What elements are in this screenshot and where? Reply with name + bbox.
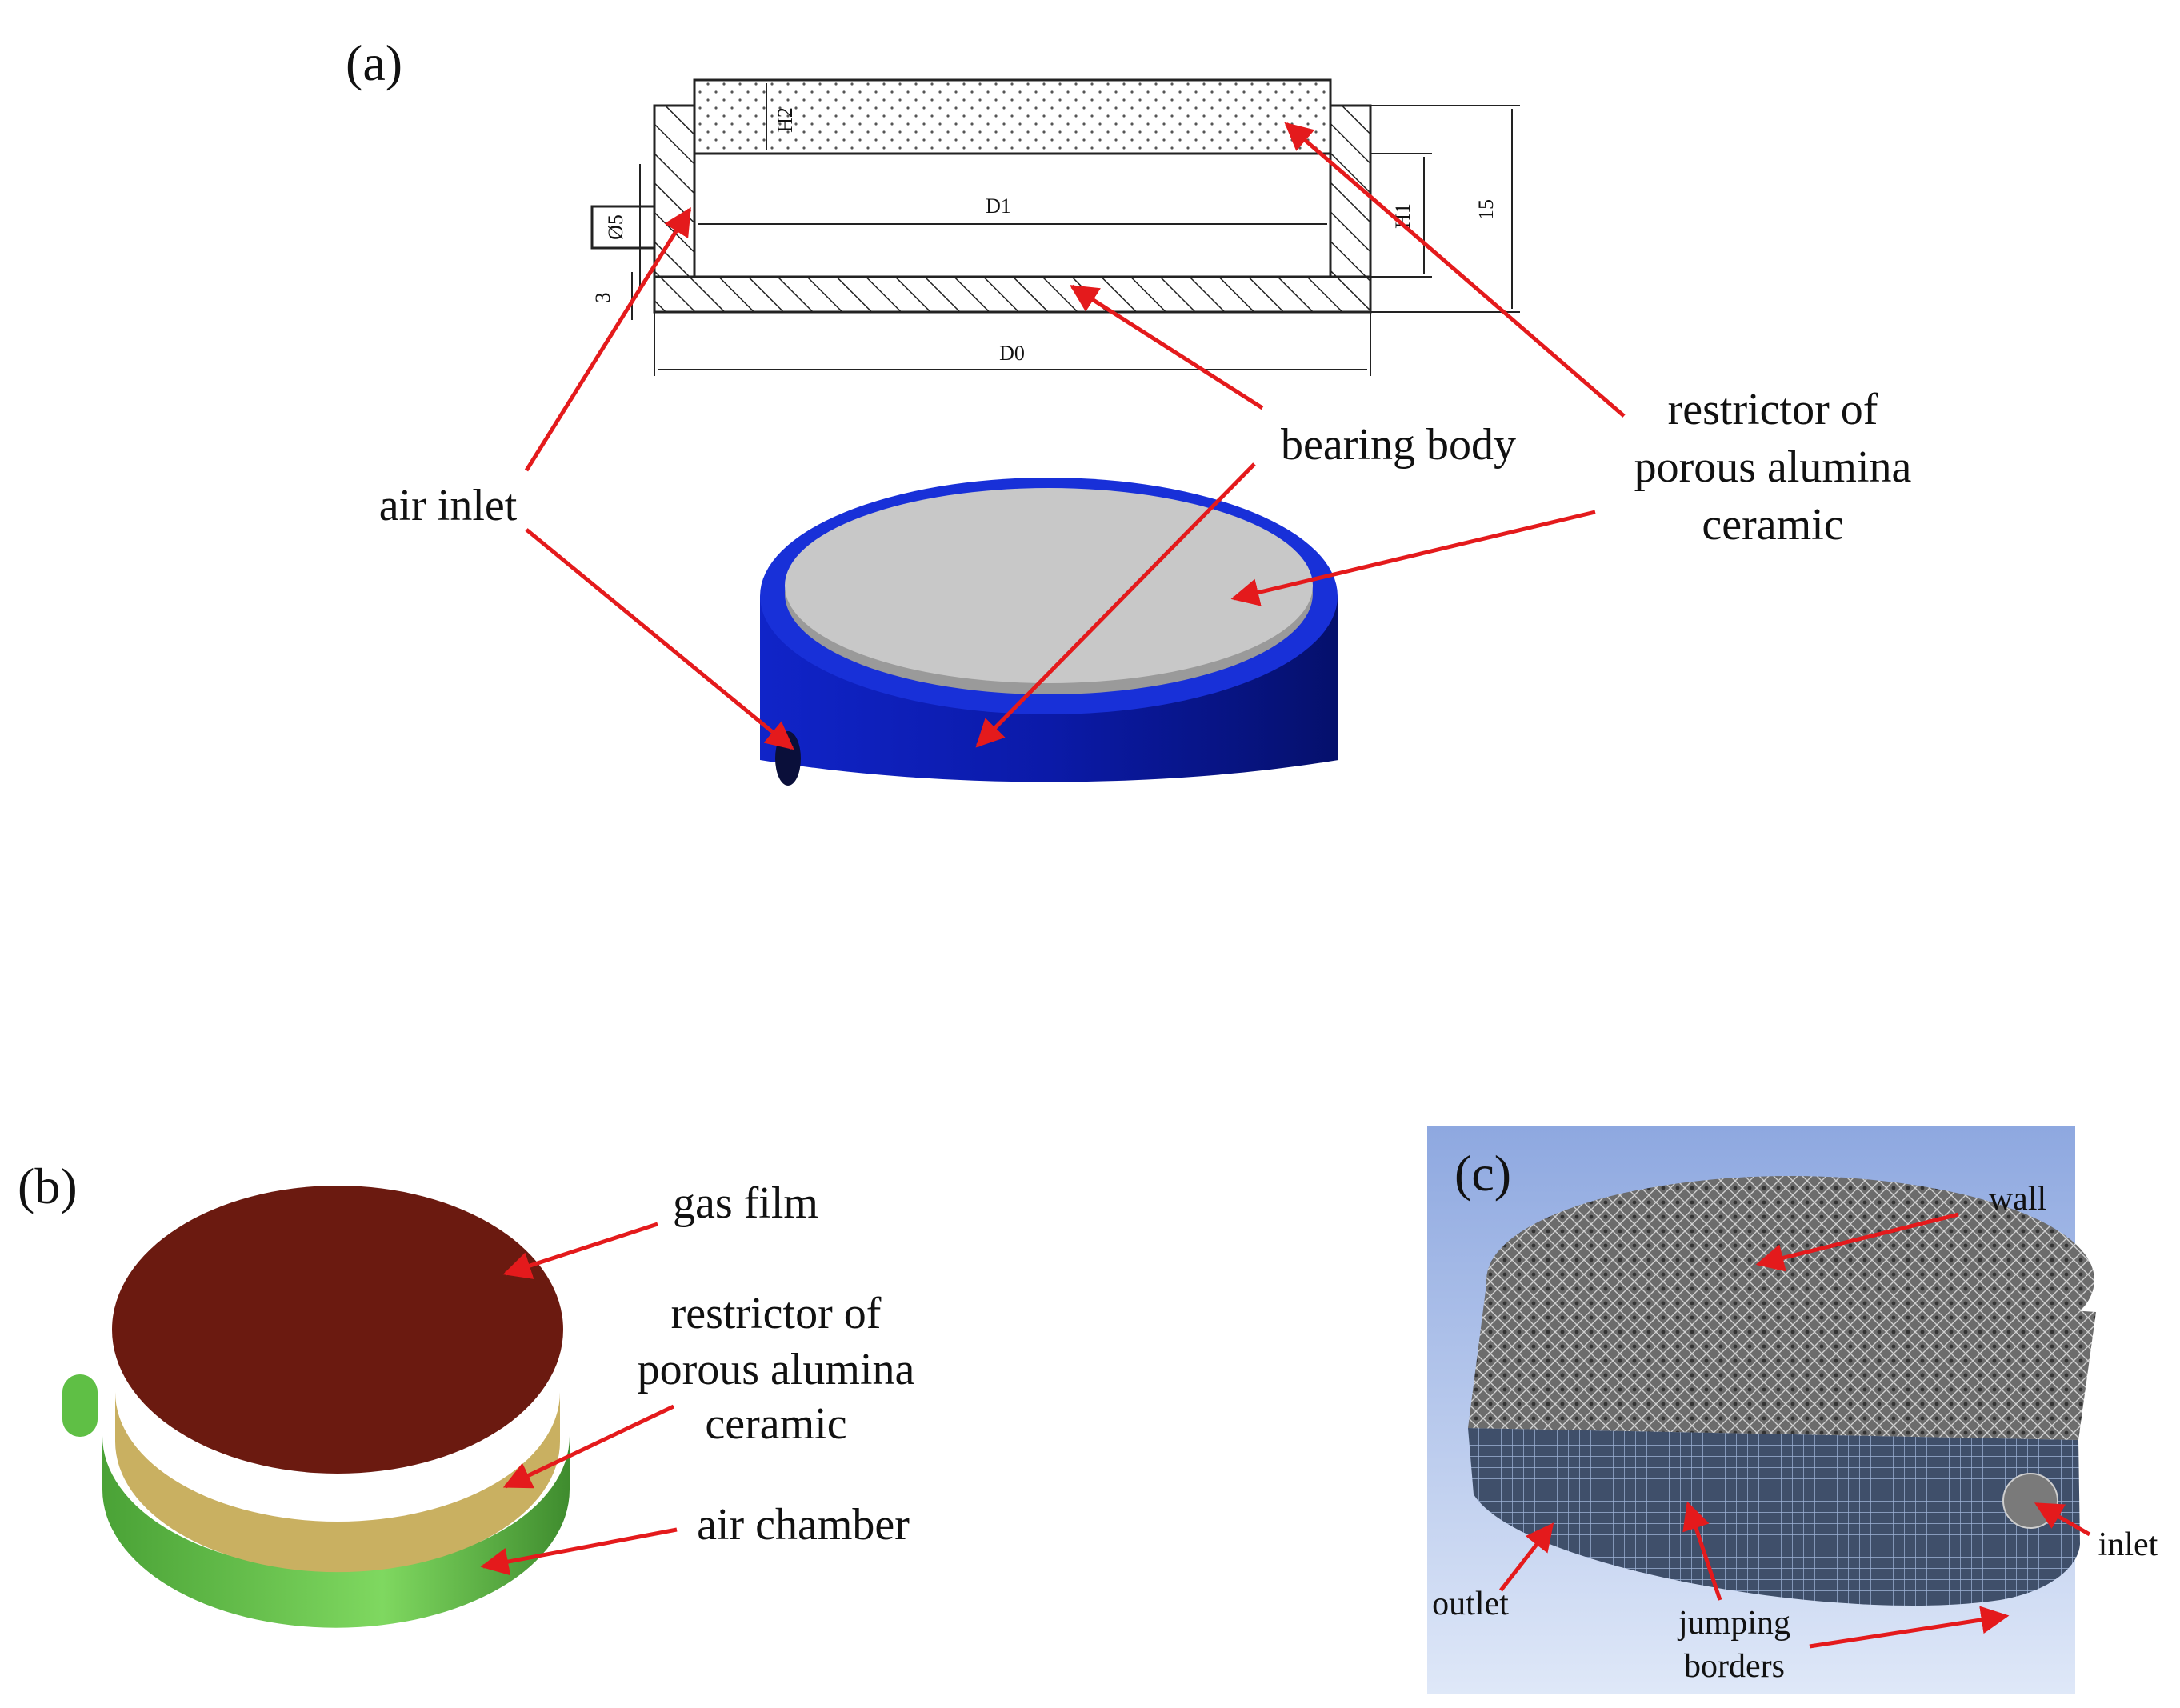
d1-label: D1 — [986, 194, 1011, 218]
gas-film-top — [112, 1186, 563, 1474]
arrow-jumping-borders-1 — [1682, 1501, 1722, 1601]
d0-label: D0 — [999, 342, 1025, 365]
air-chamber-label: air chamber — [697, 1500, 910, 1550]
inlet-hole-section — [590, 205, 656, 250]
air-inlet-label: air inlet — [379, 481, 518, 530]
panel-c-arrows — [1499, 1212, 2091, 1649]
arrow-wall — [1755, 1212, 1959, 1272]
mesh-inlet-boss — [2002, 1473, 2058, 1529]
arrow-bearing-body-section — [1070, 284, 1264, 410]
h2-label: H2 — [774, 107, 797, 133]
left-wall-section — [653, 104, 696, 278]
panel-a-label: (a) — [346, 34, 402, 91]
cross-section-drawing: D1 D0 H2 H1 15 Ø5 3 — [590, 78, 1520, 376]
mesh-side-band — [1468, 1428, 2080, 1606]
phi5-label: Ø5 — [604, 214, 627, 240]
restrictor-label-line2: porous alumina — [1634, 442, 1912, 492]
panel-a: (a) D1 D0 H2 — [346, 34, 1912, 786]
air-chamber-side — [102, 1436, 570, 1628]
panel-c: (c) wall inlet outlet jumping borders — [1427, 1126, 2158, 1694]
restrictor-b-label-line3: ceramic — [705, 1399, 846, 1449]
chamber-cavity-section — [693, 152, 1332, 278]
panel-a-arrows — [524, 122, 1626, 750]
jumping-borders-label-line2: borders — [1684, 1648, 1785, 1685]
restrictor-label-line3: ceramic — [1702, 500, 1843, 550]
wall-label: wall — [1989, 1181, 2046, 1218]
inlet-label: inlet — [2098, 1526, 2158, 1563]
arrow-bearing-body-model — [975, 462, 1256, 748]
porous-layer-section — [693, 78, 1332, 155]
inlet-stub — [62, 1374, 98, 1437]
bottom-plate-section — [653, 275, 1372, 314]
arrow-gas-film — [502, 1222, 658, 1279]
panel-c-label: (c) — [1454, 1145, 1511, 1202]
restrictor-label-line1: restrictor of — [1668, 385, 1878, 434]
gas-bearing-model-b — [62, 1186, 570, 1628]
dim15-label: 15 — [1474, 199, 1498, 220]
arrow-jumping-borders-2 — [1809, 1606, 2010, 1649]
mesh-top-face — [1486, 1176, 2094, 1384]
gas-film-label: gas film — [673, 1178, 818, 1228]
arrow-restrictor-model — [1230, 510, 1596, 606]
mesh-model — [1468, 1176, 2096, 1606]
outlet-label: outlet — [1432, 1586, 1509, 1622]
bearing-3d-model — [760, 478, 1338, 786]
panel-b-arrows — [480, 1222, 678, 1576]
restrictor-b-label-line1: restrictor of — [671, 1289, 882, 1338]
restrictor-b-label-line2: porous alumina — [638, 1345, 915, 1394]
bearing-body-label: bearing body — [1281, 420, 1516, 470]
arrow-inlet — [2034, 1502, 2091, 1537]
arrow-restrictor-section — [1284, 122, 1626, 418]
dim3-label: 3 — [591, 293, 614, 303]
arrow-air-inlet-model — [525, 528, 794, 750]
arrow-restrictor-b — [502, 1404, 675, 1489]
arrow-outlet — [1499, 1522, 1554, 1592]
restrictor-top-face — [785, 488, 1313, 683]
panel-b-label: (b) — [18, 1158, 78, 1214]
panel-b: (b) gas film restrictor of porous alumin… — [18, 1158, 915, 1628]
arrow-air-inlet-section — [524, 207, 692, 472]
jumping-borders-label-line1: jumping — [1677, 1605, 1790, 1642]
restrictor-band — [115, 1392, 560, 1573]
arrow-air-chamber — [480, 1527, 678, 1576]
